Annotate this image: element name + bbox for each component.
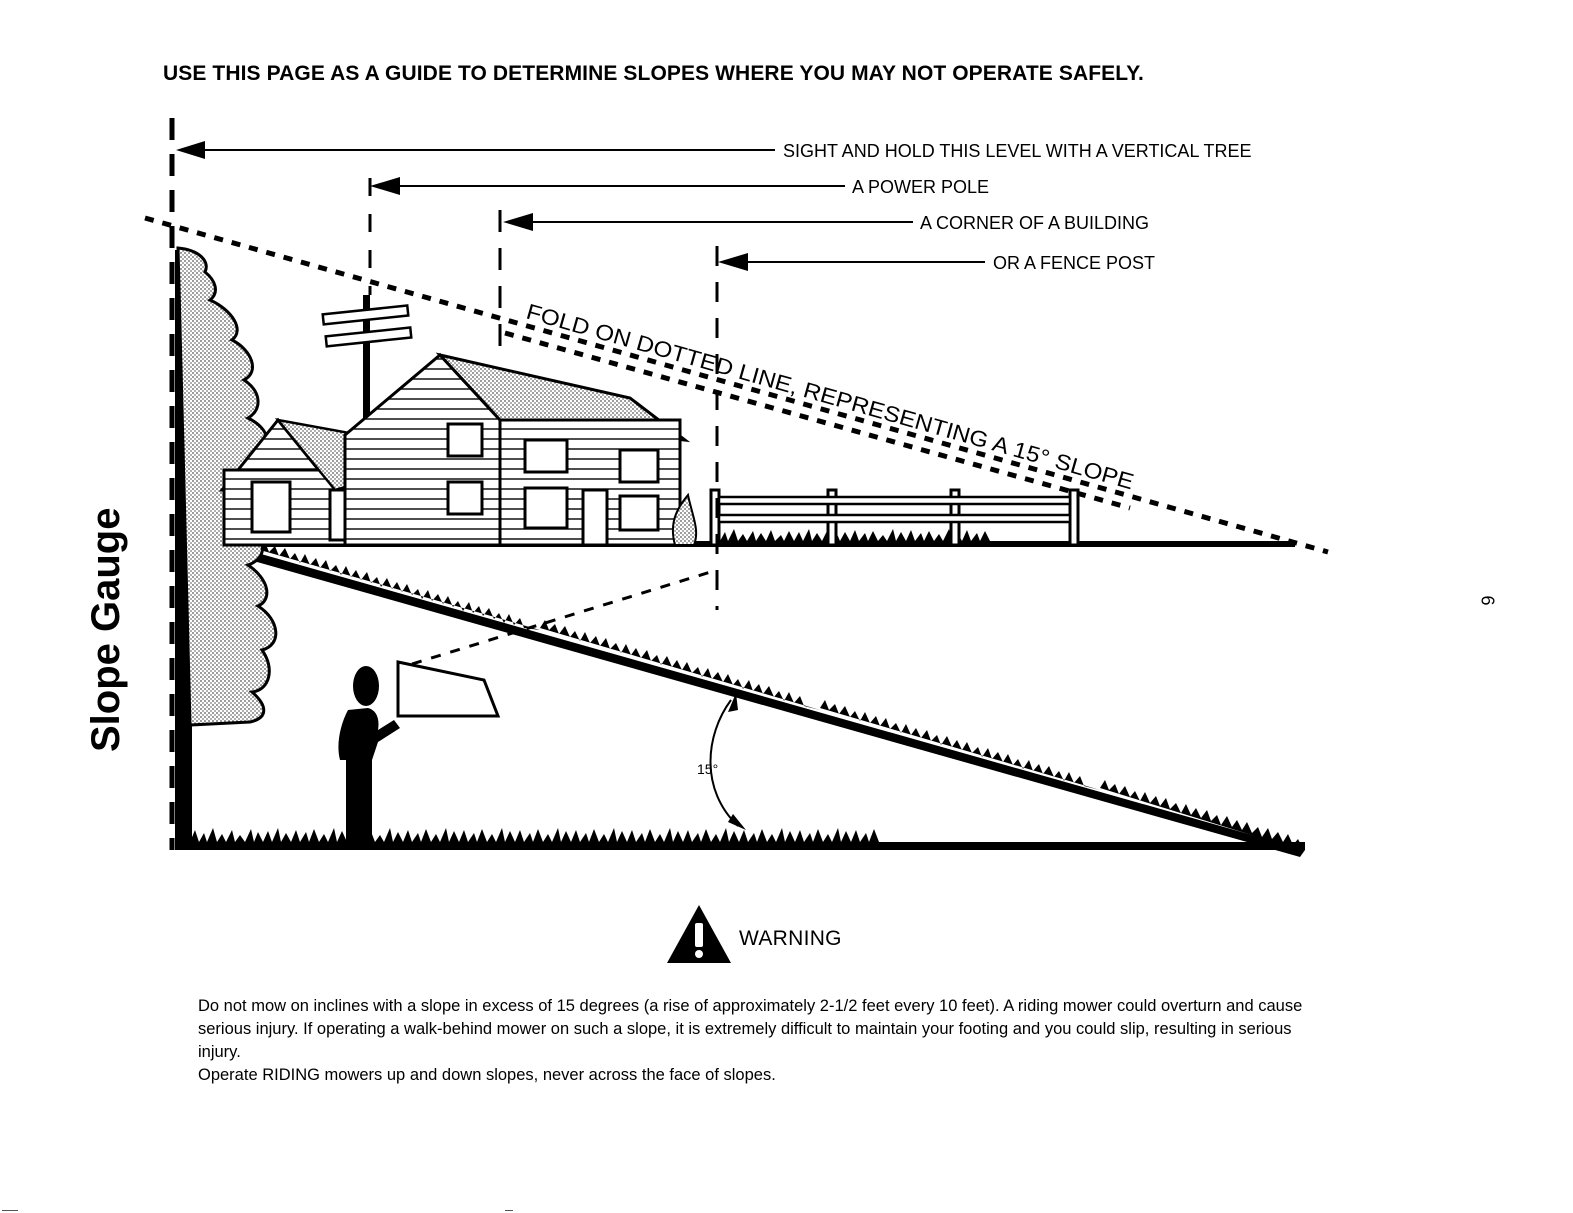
angle-arrow-bottom [728,814,746,830]
person-sight-dashed-line [411,568,718,666]
sight-label-tree: SIGHT AND HOLD THIS LEVEL WITH A VERTICA… [783,141,1251,161]
fence-rail-bottom [717,513,1072,524]
lower-grass [190,828,1300,842]
house-lower-window-2 [523,486,569,530]
footer-mark-left [2,1210,18,1211]
lower-ground-line [175,842,1305,850]
house-upper-window-1 [446,422,484,458]
house-bush [671,492,698,546]
power-pole-crossbar-top [321,304,410,326]
fence-rail-top [717,495,1072,506]
angle-label: 15° [697,761,718,777]
warning-triangle-icon [667,905,731,963]
house-upper-window-2 [523,438,569,474]
house-lower-window-1 [446,480,484,516]
sight-line-tree [176,141,775,159]
footer-mark-center [505,1210,513,1211]
slope-ground [236,548,1305,857]
slope-grass [260,542,540,630]
warning-body: Do not mow on inclines with a slope in e… [198,995,1318,1087]
person-figure [338,666,400,842]
sight-line-power-pole [370,177,845,195]
house-left-window-1 [250,480,292,534]
slope-grass-4 [1100,780,1303,850]
house-upper-window-3 [618,448,660,484]
angle-arrow-top [728,693,738,712]
slope-gauge-card [396,660,501,718]
warning-heading: WARNING [665,903,842,965]
sight-label-power-pole: A POWER POLE [852,177,989,197]
house-door [581,488,609,547]
slope-grass-2 [540,620,820,710]
sight-line-building [503,213,913,231]
sight-line-fence-post [718,253,985,271]
fold-dotted-line [144,215,1329,555]
warning-title: WARNING [739,927,842,950]
angle-arc [709,699,739,827]
sight-label-fence-post: OR A FENCE POST [993,253,1155,273]
warning-paragraph: Do not mow on inclines with a slope in e… [198,997,1303,1061]
warning-instruction: Operate RIDING mowers up and down slopes… [198,1066,776,1084]
upper-ground-line [175,541,1295,547]
slope-grass-3 [820,700,1100,790]
sight-label-building: A CORNER OF A BUILDING [920,213,1149,233]
upper-grass-right [720,529,1290,541]
house-lower-window-3 [618,494,660,532]
fold-dotted-line-upper [504,330,1131,511]
power-pole-crossbar-bottom [324,326,413,348]
page-heading: USE THIS PAGE AS A GUIDE TO DETERMINE SL… [163,62,1144,85]
